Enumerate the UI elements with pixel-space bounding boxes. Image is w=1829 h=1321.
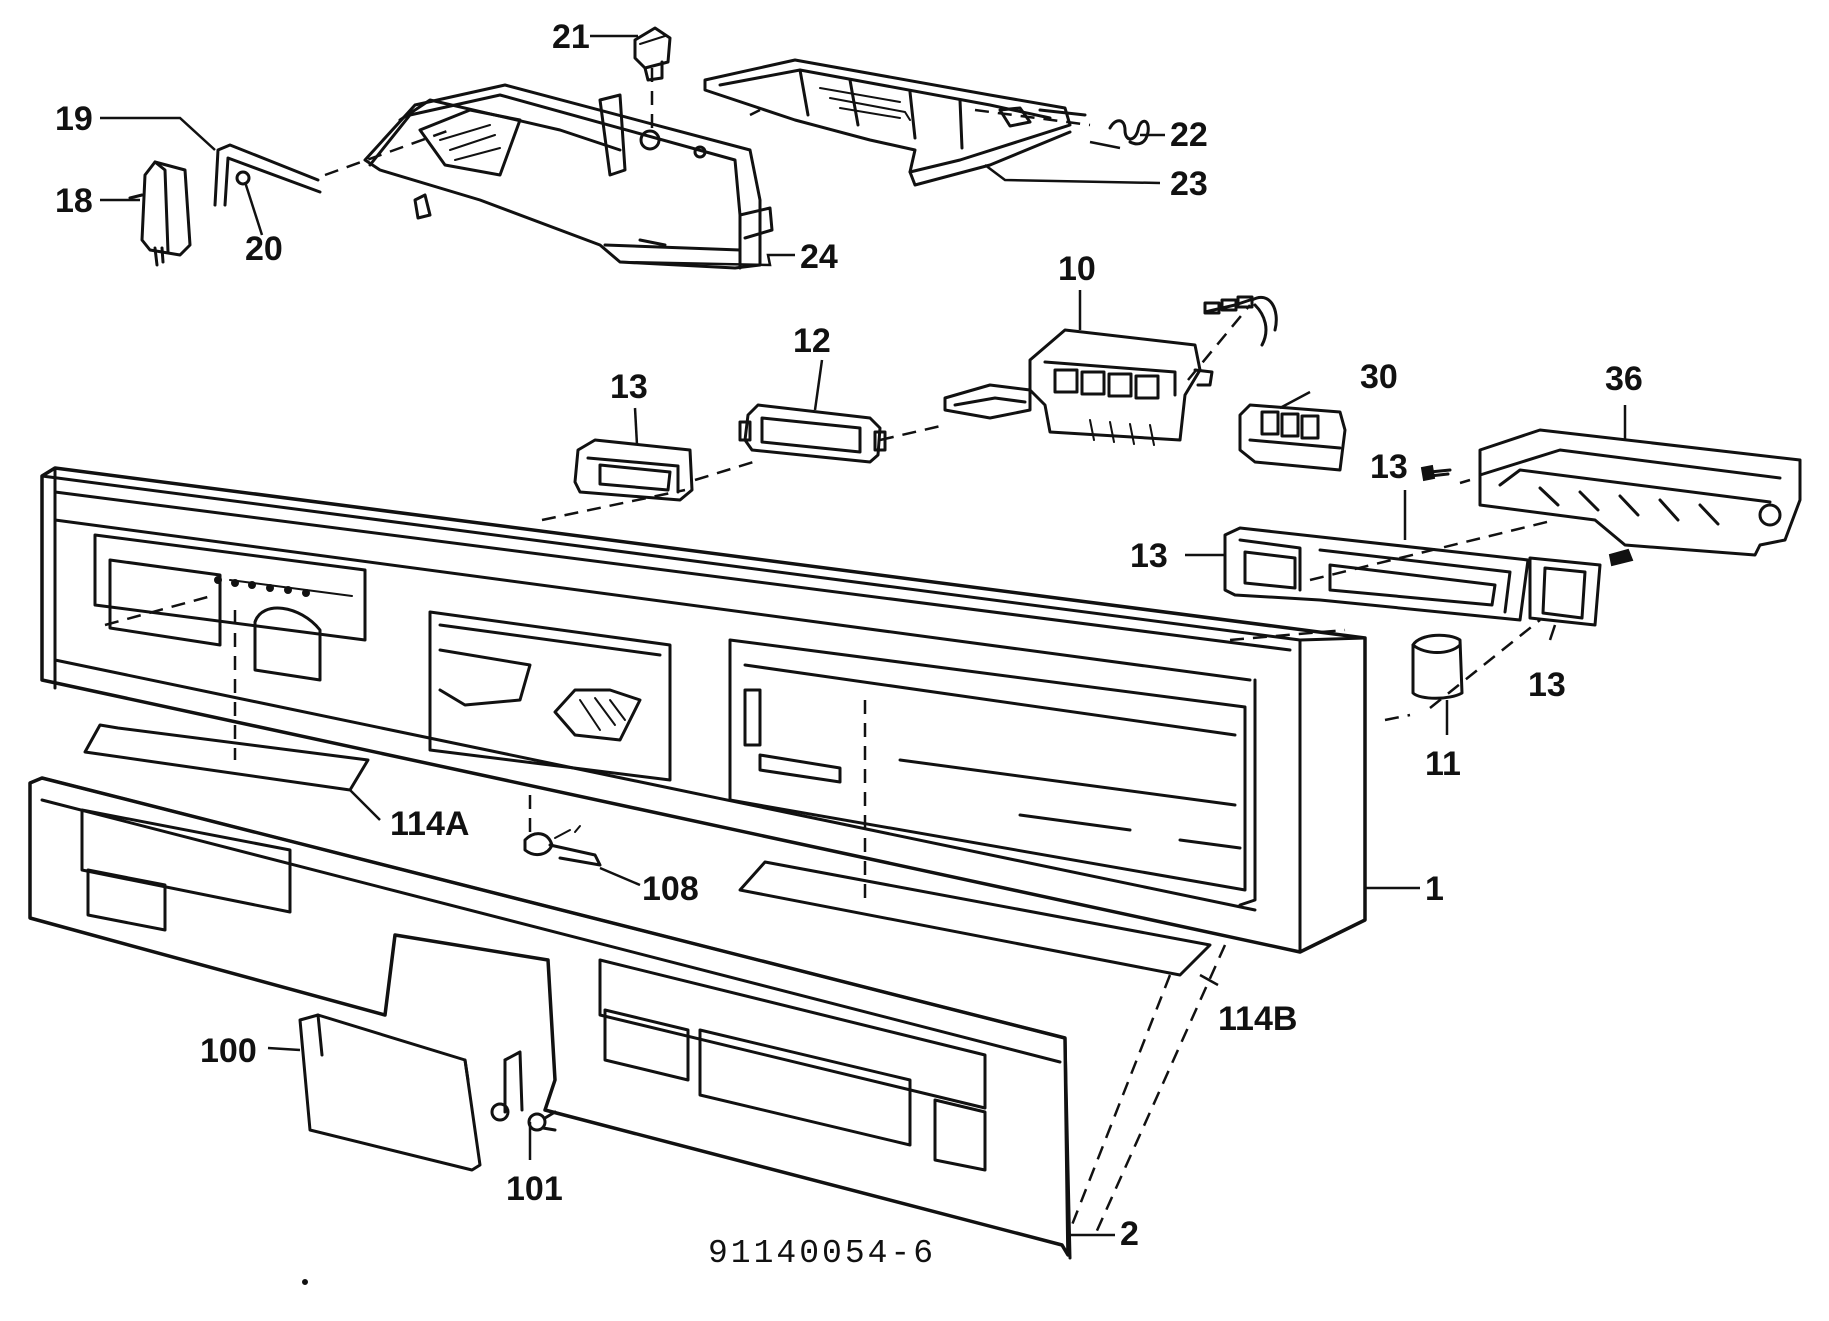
callout-13-upper-left: 13 — [610, 368, 648, 406]
drawing-number: 91140054-6 — [708, 1235, 936, 1272]
callout-1: 1 — [1425, 870, 1444, 908]
part-10-wires — [1203, 295, 1278, 347]
part-23-slider — [703, 58, 1087, 187]
part-100-door — [298, 1013, 482, 1172]
part-11-knob — [1411, 633, 1464, 700]
callout-23: 23 — [1170, 165, 1208, 203]
part-36-control-board — [1420, 428, 1802, 557]
callout-108: 108 — [642, 870, 699, 908]
part-18-switch — [128, 160, 192, 267]
part-2-front-panel — [28, 776, 1072, 1260]
part-108-clip — [523, 825, 602, 867]
callout-22: 22 — [1170, 116, 1208, 154]
callout-36: 36 — [1605, 360, 1643, 398]
part-1-panel — [40, 466, 1367, 954]
speck-dot — [302, 1279, 308, 1285]
callout-19: 19 — [55, 100, 93, 138]
part-20-washer — [235, 170, 251, 186]
callout-12: 12 — [793, 322, 831, 360]
callout-20: 20 — [245, 230, 283, 268]
callout-18: 18 — [55, 182, 93, 220]
callout-13-right-bottom: 13 — [1528, 666, 1566, 704]
callout-labels: 21 19 18 20 22 23 24 10 12 13 30 36 13 1… — [55, 18, 1643, 1253]
part-21-screw — [633, 26, 672, 82]
part-12-lamp — [738, 403, 887, 464]
callout-2: 2 — [1120, 1215, 1139, 1253]
indicator-dots — [214, 576, 310, 597]
part-24-housing — [363, 83, 774, 270]
callout-114a: 114A — [390, 805, 469, 843]
part-13-button-housing-d — [1528, 548, 1634, 627]
part-22-spring — [1108, 119, 1150, 146]
part-114a-label-strip — [83, 723, 370, 792]
part-10-timer-switch — [943, 328, 1214, 446]
callout-114b: 114B — [1218, 1000, 1297, 1038]
part-13-button-strip — [1223, 526, 1530, 622]
callout-24: 24 — [800, 238, 838, 276]
callout-11: 11 — [1425, 745, 1461, 783]
assembly-lines — [104, 68, 1556, 1236]
part-13-button-housing-a — [573, 438, 694, 502]
callout-10: 10 — [1058, 250, 1096, 288]
callout-30: 30 — [1360, 358, 1398, 396]
leader-lines — [100, 34, 1627, 1237]
part-101-hinge — [490, 1050, 557, 1132]
part-30-connector — [1238, 403, 1347, 472]
callout-13-right-left: 13 — [1130, 537, 1168, 575]
part-19-rod — [213, 143, 322, 207]
callout-13-right-top: 13 — [1370, 448, 1408, 486]
callout-101: 101 — [506, 1170, 563, 1208]
callout-100: 100 — [200, 1032, 257, 1070]
callout-21: 21 — [552, 18, 590, 56]
part-114b-label-strip — [738, 860, 1212, 977]
